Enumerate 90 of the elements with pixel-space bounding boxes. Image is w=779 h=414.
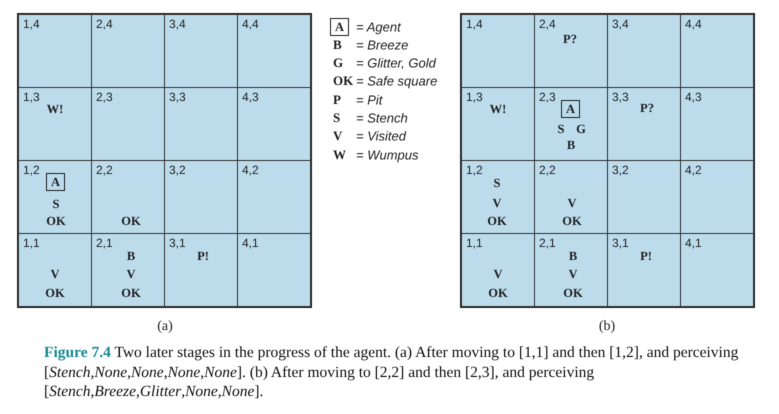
panel-label: (a) — [157, 319, 173, 335]
cell-coordinate: 2,2 — [539, 163, 556, 177]
cell-mark: S — [494, 176, 500, 190]
figure-caption: Figure 7.4 Two later stages in the progress of the agent. (a) After moving to [1,1] and then [1,2], and perceiving [Stench,None,None,None,None]. (b) After moving to [2,2] and then [2,3], and perceiving [Stench,Breeze,Glitter,None,None]. — [44, 343, 740, 402]
legend-symbol: P — [333, 92, 341, 108]
agent-marker: A — [561, 100, 580, 118]
cell-mark: B — [566, 138, 576, 152]
cell-mark: OK — [562, 214, 582, 228]
cell-mark: B — [568, 250, 578, 262]
legend-definition: = Pit — [356, 92, 382, 108]
grid-cell — [680, 233, 754, 307]
legend-symbol: G — [333, 55, 344, 71]
cell-mark: V — [493, 268, 503, 280]
cell-mark: OK — [45, 286, 65, 300]
cell-coordinate: 1,3 — [23, 90, 40, 104]
cell-mark: B — [126, 250, 136, 262]
agent-marker: A — [46, 173, 65, 191]
cell-mark: V — [568, 268, 578, 280]
cell-mark: OK — [487, 214, 507, 228]
cell-coordinate: 4,2 — [242, 163, 259, 177]
cell-mark: OK — [121, 214, 141, 228]
cell-coordinate: 2,1 — [539, 236, 556, 250]
legend-definition: = Safe square — [356, 74, 438, 88]
panel-label: (b) — [598, 319, 616, 335]
cell-mark: OK — [121, 286, 141, 300]
legend-definition: = Glitter, Gold — [356, 56, 436, 70]
cell-mark: P? — [640, 102, 654, 114]
legend-symbol: B — [333, 37, 342, 53]
cell-mark: OK — [488, 286, 508, 300]
cell-coordinate: 1,2 — [23, 163, 40, 177]
grid-cell — [18, 233, 92, 307]
cell-mark: V — [567, 196, 577, 210]
grid-cell — [237, 233, 311, 307]
grid-cell — [680, 14, 754, 88]
legend-definition: = Stench — [356, 110, 408, 126]
cell-mark: V — [126, 268, 136, 280]
legend-definition: = Agent — [356, 20, 401, 34]
cell-mark: OK — [46, 214, 66, 228]
legend-symbol: OK — [333, 73, 354, 89]
cell-coordinate: 1,1 — [23, 236, 40, 250]
legend-symbol: W — [333, 147, 346, 163]
cell-mark: V — [50, 268, 60, 280]
cell-coordinate: 2,4 — [539, 17, 556, 31]
cell-mark: OK — [563, 286, 583, 300]
cell-coordinate: 3,3 — [612, 90, 629, 104]
cell-coordinate: 3,4 — [169, 17, 186, 31]
grid-board — [17, 13, 312, 308]
grid-cell — [461, 233, 535, 307]
cell-coordinate: 2,1 — [96, 236, 113, 250]
grid-cell — [18, 14, 92, 88]
cell-mark: S — [52, 198, 60, 210]
legend-definition: = Visited — [356, 128, 406, 144]
cell-coordinate: 2,4 — [96, 17, 113, 31]
cell-mark: P! — [197, 250, 209, 262]
cell-coordinate: 2,3 — [539, 90, 556, 104]
legend-definition: = Wumpus — [356, 148, 418, 162]
agent-marker: A — [330, 18, 349, 36]
cell-coordinate: 1,3 — [466, 90, 483, 104]
cell-mark: W! — [490, 102, 506, 116]
cell-coordinate: 2,2 — [96, 163, 113, 177]
cell-mark: W! — [46, 102, 64, 116]
cell-mark: V — [492, 196, 502, 210]
cell-coordinate: 4,4 — [242, 17, 259, 31]
grid-cell — [461, 14, 535, 88]
cell-coordinate: 3,1 — [612, 236, 629, 250]
cell-coordinate: 4,1 — [242, 236, 259, 250]
cell-coordinate: 3,1 — [169, 236, 186, 250]
cell-mark: G — [576, 122, 586, 136]
cell-mark: P? — [563, 32, 577, 46]
cell-coordinate: 4,4 — [685, 17, 702, 31]
cell-coordinate: 4,3 — [242, 90, 259, 104]
grid-board — [460, 13, 755, 308]
cell-mark: P! — [640, 250, 652, 262]
cell-coordinate: 3,3 — [169, 90, 186, 104]
cell-coordinate: 1,4 — [23, 17, 40, 31]
cell-coordinate: 3,2 — [169, 163, 186, 177]
cell-coordinate: 1,1 — [466, 236, 483, 250]
cell-mark: S — [558, 122, 564, 136]
cell-coordinate: 3,4 — [612, 17, 629, 31]
legend-symbol: V — [333, 128, 342, 144]
cell-coordinate: 4,2 — [685, 163, 702, 177]
cell-coordinate: 1,2 — [466, 163, 483, 177]
cell-coordinate: 1,4 — [466, 17, 483, 31]
cell-coordinate: 2,3 — [96, 90, 113, 104]
legend-symbol: S — [333, 110, 340, 126]
grid-cell — [237, 14, 311, 88]
cell-coordinate: 4,1 — [685, 236, 702, 250]
cell-coordinate: 4,3 — [685, 90, 702, 104]
cell-coordinate: 3,2 — [612, 163, 629, 177]
legend-definition: = Breeze — [356, 38, 408, 52]
